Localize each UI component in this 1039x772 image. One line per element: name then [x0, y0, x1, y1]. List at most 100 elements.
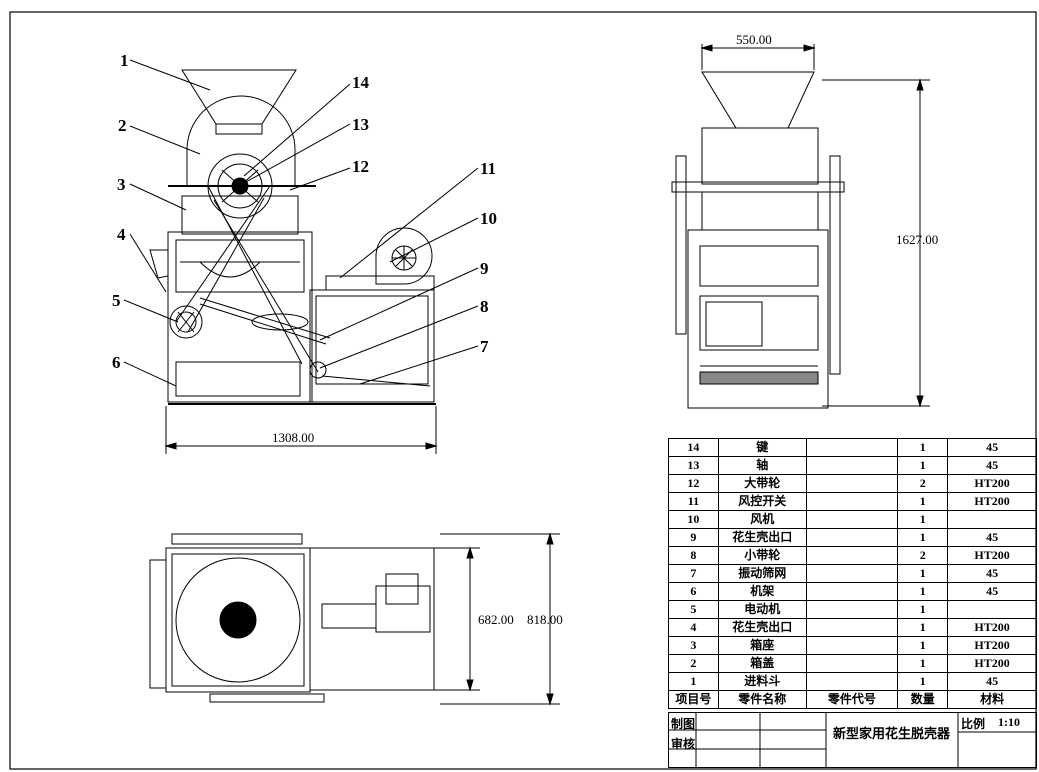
bom-cell-no: 5 — [668, 600, 719, 619]
bom-cell-name: 大带轮 — [717, 474, 807, 493]
bom-cell-material: 45 — [947, 456, 1037, 475]
bom-cell-no: 6 — [668, 582, 719, 601]
bom-cell-no: 9 — [668, 528, 719, 547]
bom-cell-name: 花生壳出口 — [717, 528, 807, 547]
bom-cell-no: 10 — [668, 510, 719, 529]
bom-cell-no: 3 — [668, 636, 719, 655]
bom-cell-material: HT200 — [947, 492, 1037, 511]
label-3: 3 — [117, 175, 126, 194]
top-view — [149, 532, 560, 706]
label-8: 8 — [480, 297, 489, 316]
bom-cell-material: HT200 — [947, 654, 1037, 673]
dim-front-width: 1308.00 — [272, 430, 314, 445]
side-hopper — [701, 71, 815, 129]
label-1: 1 — [120, 51, 129, 70]
scale-value: 1:10 — [998, 715, 1020, 729]
small-pulley — [309, 361, 327, 379]
bom-cell-code — [805, 456, 899, 475]
bom-cell-qty: 1 — [897, 582, 949, 601]
bom-cell-material: HT200 — [947, 618, 1037, 637]
bom-cell-name: 风控开关 — [717, 492, 807, 511]
bom-cell-name: 风机 — [717, 510, 807, 529]
bom-cell-no: 11 — [668, 492, 719, 511]
bom-cell-qty: 1 — [897, 438, 949, 457]
bom-cell-name: 箱座 — [717, 636, 807, 655]
bom-cell-name: 轴 — [717, 456, 807, 475]
drum — [175, 557, 301, 683]
motor — [169, 305, 203, 339]
drawing-title: 新型家用花生脱壳器 — [833, 726, 951, 741]
bom-cell-material: 45 — [947, 672, 1037, 691]
bom-header-no: 项目号 — [668, 690, 719, 709]
bom-cell-qty: 1 — [897, 600, 949, 619]
label-2: 2 — [118, 116, 127, 135]
front-view — [123, 59, 479, 454]
bom-cell-material: 45 — [947, 438, 1037, 457]
bom-cell-qty: 1 — [897, 492, 949, 511]
bom-cell-name: 花生壳出口 — [717, 618, 807, 637]
bom-cell-code — [805, 654, 899, 673]
bom-cell-material — [947, 510, 1037, 529]
bom-cell-qty: 1 — [897, 564, 949, 583]
bom-cell-material — [947, 600, 1037, 619]
dim-side-height: 1627.00 — [896, 232, 938, 247]
label-14: 14 — [352, 73, 370, 92]
drawing-border — [9, 11, 1037, 770]
drawn-label: 制图 — [671, 717, 696, 731]
bom-cell-code — [805, 564, 899, 583]
bom-cell-name: 小带轮 — [717, 546, 807, 565]
bom-cell-code — [805, 474, 899, 493]
bom-header-code: 零件代号 — [805, 690, 899, 709]
bom-cell-no: 12 — [668, 474, 719, 493]
label-9: 9 — [480, 259, 489, 278]
bom-cell-code — [805, 492, 899, 511]
bom-cell-name: 电动机 — [717, 600, 807, 619]
bom-cell-name: 箱盖 — [717, 654, 807, 673]
bom-cell-no: 2 — [668, 654, 719, 673]
label-11: 11 — [480, 159, 496, 178]
bom-cell-code — [805, 636, 899, 655]
bom-cell-material: 45 — [947, 582, 1037, 601]
label-4: 4 — [117, 225, 126, 244]
dim-top-outer: 818.00 — [527, 612, 563, 627]
bom-cell-name: 机架 — [717, 582, 807, 601]
bom-cell-material: 45 — [947, 564, 1037, 583]
bom-cell-material: HT200 — [947, 546, 1037, 565]
bom-header-material: 材料 — [947, 690, 1037, 709]
label-10: 10 — [480, 209, 497, 228]
front-view-labels: 1 2 3 4 5 6 7 8 9 10 11 12 13 14 — [112, 51, 497, 372]
fan — [375, 227, 433, 285]
bom-cell-qty: 2 — [897, 474, 949, 493]
bom-cell-qty: 1 — [897, 510, 949, 529]
title-block-grid — [668, 712, 1037, 768]
bom-cell-no: 7 — [668, 564, 719, 583]
bom-cell-qty: 1 — [897, 654, 949, 673]
bom-cell-no: 13 — [668, 456, 719, 475]
bom-cell-code — [805, 600, 899, 619]
scale-label: 比例 — [961, 717, 986, 731]
bom-cell-code — [805, 546, 899, 565]
bom-header-name: 零件名称 — [717, 690, 807, 709]
bom-cell-material: HT200 — [947, 474, 1037, 493]
bom-cell-name: 进料斗 — [717, 672, 807, 691]
bom-cell-name: 振动筛网 — [717, 564, 807, 583]
bom-cell-code — [805, 618, 899, 637]
bom-cell-code — [805, 438, 899, 457]
label-13: 13 — [352, 115, 369, 134]
label-6: 6 — [112, 353, 121, 372]
bom-cell-code — [805, 672, 899, 691]
bom-cell-no: 8 — [668, 546, 719, 565]
bom-cell-qty: 2 — [897, 546, 949, 565]
